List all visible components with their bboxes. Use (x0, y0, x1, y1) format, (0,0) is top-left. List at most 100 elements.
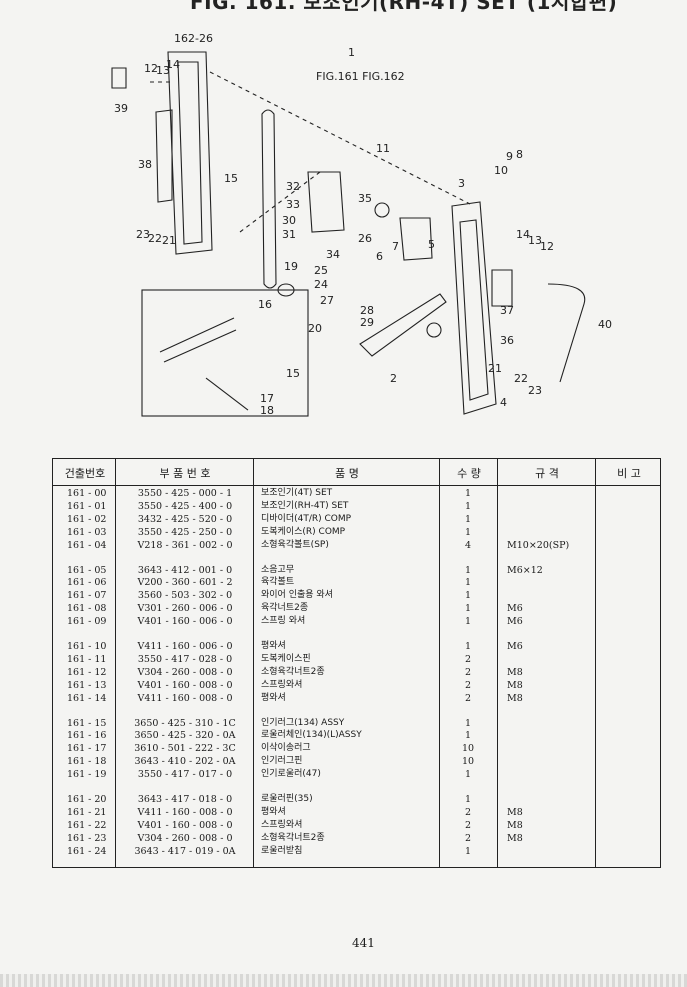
callout-label: 10 (494, 164, 508, 177)
part-spec: M6 (507, 603, 523, 615)
part-spec: M6 (507, 616, 523, 628)
part-row-number: 161 - 18 (67, 756, 107, 768)
part-quantity: 1 (464, 590, 472, 602)
part-spec: M8 (507, 819, 523, 831)
bracket-group (307, 171, 345, 233)
part-number: 3650 - 425 - 320 - 0A (134, 730, 236, 742)
part-number: V411 - 160 - 008 - 0 (137, 806, 233, 818)
part-number: V218 - 361 - 002 - 0 (137, 539, 233, 551)
part-row-number: 161 - 17 (67, 743, 107, 755)
callout-label: 30 (282, 214, 296, 227)
part-quantity: 2 (464, 666, 472, 678)
callout-label: 29 (360, 316, 374, 329)
part-number: V401 - 160 - 008 - 0 (137, 679, 233, 691)
part-quantity: 1 (464, 616, 472, 628)
callout-label: 1 (348, 46, 355, 59)
part-quantity: 1 (464, 488, 472, 499)
callout-label: 32 (286, 180, 300, 193)
part-number: V401 - 160 - 008 - 0 (137, 819, 233, 831)
part-spec: M8 (507, 832, 523, 844)
part-name: 로울러핀(35) (261, 794, 313, 804)
header-remark: 비 고 (617, 467, 641, 480)
exploded-parts-diagram: 162-26 1 FIG.161 FIG.162 12 13 14 39 38 … (0, 22, 687, 442)
part-number: 3560 - 503 - 302 - 0 (137, 590, 233, 602)
callout-label: 5 (428, 238, 435, 251)
part-number: V411 - 160 - 008 - 0 (137, 692, 233, 704)
callout-label: 4 (500, 396, 507, 409)
part-quantity: 1 (464, 513, 472, 525)
part-number: V200 - 360 - 601 - 2 (137, 577, 233, 589)
plate-39 (111, 67, 127, 89)
part-number: 3643 - 412 - 001 - 0 (137, 564, 233, 576)
part-row-number: 161 - 13 (67, 679, 107, 691)
part-spec: M6 (507, 641, 523, 652)
wire-40 (547, 283, 586, 383)
part-name: 도복케이스(R) COMP (261, 526, 346, 537)
part-number: 3550 - 425 - 250 - 0 (137, 526, 233, 538)
part-row-number: 161 - 20 (67, 794, 107, 805)
callout-label: 40 (598, 318, 612, 331)
part-row-number: 161 - 09 (67, 616, 107, 628)
table-row: 161 - 01 3550 - 425 - 400 - 0 보조인기(RH-4T) … (53, 500, 660, 513)
chain-loop-part (261, 109, 277, 289)
callout-label: 8 (516, 148, 523, 161)
part-number: 3643 - 410 - 202 - 0A (134, 756, 236, 768)
callout-label: 15 (224, 172, 238, 185)
part-name: 도복케이스핀 (261, 653, 311, 664)
part-quantity: 1 (464, 717, 472, 729)
callout-label: 28 (360, 304, 374, 317)
part-name: 이삭이송러그 (261, 743, 311, 754)
scan-edge (0, 974, 687, 987)
part-quantity: 1 (464, 845, 472, 857)
callout-label: 23 (528, 384, 542, 397)
part-name: 보조인기(RH-4T) SET (261, 500, 349, 511)
part-name: 로울러체인(134)(L)ASSY (261, 730, 362, 741)
part-number: V304 - 260 - 008 - 0 (137, 832, 233, 844)
part-name: 디바이더(4T/R) COMP (261, 513, 352, 524)
part-row-number: 161 - 22 (67, 819, 107, 831)
inset-lug (205, 377, 249, 411)
part-row-number: 161 - 08 (67, 603, 107, 615)
part-row-number: 161 - 12 (67, 666, 107, 678)
callout-label: 20 (308, 322, 322, 335)
part-row-number: 161 - 11 (67, 653, 107, 665)
callout-label: 17 (260, 392, 274, 405)
callout-label: 13 (156, 64, 170, 77)
callout-label: 37 (500, 304, 514, 317)
part-row-number: 161 - 05 (67, 564, 107, 576)
header-spec: 규 격 (535, 467, 559, 480)
inset-chain (159, 317, 237, 363)
part-row-number: 161 - 01 (67, 500, 107, 512)
part-row-number: 161 - 06 (67, 577, 107, 589)
callout-label: 35 (358, 192, 372, 205)
callout-label: 25 (314, 264, 328, 277)
part-quantity: 4 (464, 539, 472, 551)
callout-label: 27 (320, 294, 334, 307)
callout-label: 2 (390, 372, 397, 385)
callout-label: 162-26 (174, 32, 213, 45)
part-number: 3610 - 501 - 222 - 3C (134, 743, 236, 755)
part-row-number: 161 - 03 (67, 526, 107, 538)
callout-label: 14 (516, 228, 530, 241)
part-row-number: 161 - 16 (67, 730, 107, 742)
lower-arm-2 (359, 293, 447, 357)
part-row-number: 161 - 14 (67, 692, 107, 704)
callout-label: 36 (500, 334, 514, 347)
part-number: 3550 - 425 - 400 - 0 (137, 500, 233, 512)
header-name: 품 명 (335, 467, 359, 480)
part-name: 육각볼트 (261, 577, 295, 588)
part-number: 3550 - 417 - 017 - 0 (137, 769, 233, 781)
part-spec: M6×12 (507, 564, 543, 576)
part-quantity: 2 (464, 819, 472, 831)
part-number: 3550 - 425 - 000 - 1 (137, 488, 233, 499)
